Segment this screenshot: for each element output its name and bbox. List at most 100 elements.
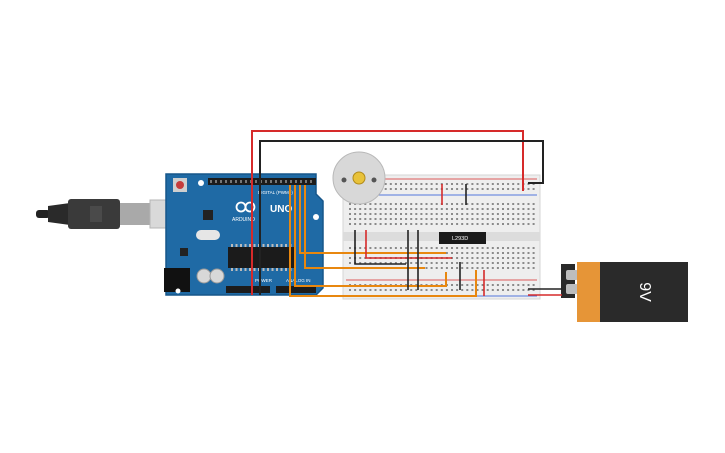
breadboard-hole: [507, 208, 510, 210]
breadboard-hole: [507, 183, 510, 185]
breadboard-hole: [486, 223, 489, 225]
wire-orange-1[interactable]: [299, 185, 446, 254]
arduino-uno-board[interactable]: ARDUINO UNO DIGITAL (PWM~) POWER ANALOG …: [164, 173, 324, 296]
breadboard-hole: [415, 218, 418, 220]
breadboard-hole: [527, 247, 530, 249]
analog-header: [276, 286, 316, 293]
breadboard-hole: [405, 213, 408, 215]
l293d-chip[interactable]: L293D: [439, 232, 486, 244]
breadboard-hole: [496, 183, 499, 185]
breadboard-hole: [507, 223, 510, 225]
battery-9v[interactable]: 9V: [561, 262, 688, 322]
breadboard-hole: [369, 262, 372, 264]
breadboard-hole: [476, 262, 479, 264]
breadboard-hole: [394, 289, 397, 291]
breadboard-hole: [374, 223, 377, 225]
chip-leg: [231, 268, 233, 271]
breadboard-hole: [502, 213, 504, 215]
breadboard-hole: [400, 223, 402, 225]
breadboard-hole: [435, 267, 438, 269]
breadboard-hole: [456, 262, 459, 264]
usb-cable[interactable]: [36, 199, 179, 229]
chip-leg: [235, 268, 238, 271]
breadboard-hole: [491, 208, 494, 210]
breadboard-hole: [517, 208, 520, 210]
breadboard-hole: [435, 289, 438, 291]
jumper-black-motor[interactable]: [354, 230, 406, 265]
chip-leg: [244, 244, 247, 247]
breadboard-hole: [405, 183, 408, 185]
breadboard-hole: [405, 247, 408, 249]
breadboard-hole: [359, 218, 362, 220]
battery-terminal-plus: [566, 284, 578, 294]
breadboard-hole: [451, 213, 453, 215]
wire-red-5v[interactable]: [251, 130, 524, 295]
breadboard-hole: [512, 203, 515, 205]
breadboard-hole: [471, 289, 474, 291]
breadboard-hole: [379, 289, 382, 291]
wire-orange-2[interactable]: [294, 185, 447, 287]
breadboard-hole: [522, 257, 525, 259]
wire-black-gnd[interactable]: [259, 140, 544, 295]
breadboard-hole: [384, 213, 387, 215]
breadboard-hole: [481, 247, 484, 249]
breadboard-hole: [481, 218, 484, 220]
breadboard-hole: [512, 183, 515, 185]
breadboard-hole: [410, 208, 413, 210]
breadboard-hole: [527, 213, 530, 215]
breadboard-hole: [379, 208, 382, 210]
digital-pin: [225, 180, 227, 183]
breadboard-hole: [491, 267, 494, 269]
breadboard-hole: [389, 183, 392, 185]
breadboard-hole: [496, 262, 499, 264]
breadboard-hole: [430, 218, 433, 220]
breadboard-hole: [435, 188, 438, 190]
breadboard-hole: [532, 188, 535, 190]
breadboard-hole: [456, 223, 459, 225]
power-jack[interactable]: [164, 268, 190, 292]
breadboard-hole: [486, 247, 489, 249]
usb-plug-metal: [120, 203, 150, 225]
breadboard-hole: [522, 223, 525, 225]
breadboard-hole: [512, 218, 515, 220]
breadboard-hole: [507, 284, 510, 286]
breadboard-hole: [471, 213, 474, 215]
breadboard-hole: [456, 213, 459, 215]
breadboard-hole: [364, 203, 367, 205]
wire-orange-4[interactable]: [289, 185, 477, 297]
breadboard-hole: [522, 208, 525, 210]
breadboard-hole: [349, 247, 351, 249]
breadboard-hole: [456, 208, 459, 210]
breadboard-hole: [400, 213, 402, 215]
digital-header-label: DIGITAL (PWM~): [258, 190, 293, 195]
breadboard-hole: [354, 223, 357, 225]
breadboard-hole: [420, 208, 423, 210]
breadboard-hole: [471, 183, 474, 185]
dc-motor[interactable]: [332, 151, 386, 205]
breadboard-hole: [430, 183, 433, 185]
breadboard-hole: [415, 203, 418, 205]
breadboard-hole: [379, 262, 382, 264]
breadboard-hole: [476, 247, 479, 249]
chip-leg: [244, 268, 247, 271]
breadboard-hole: [512, 252, 515, 254]
jumper-red-motor[interactable]: [365, 230, 452, 259]
chip-leg: [267, 268, 269, 271]
breadboard-hole: [502, 183, 504, 185]
breadboard-hole: [502, 257, 504, 259]
breadboard-hole: [466, 218, 469, 220]
breadboard-hole: [491, 223, 494, 225]
breadboard-hole: [486, 257, 489, 259]
breadboard-hole: [466, 223, 469, 225]
breadboard-hole: [384, 203, 387, 205]
breadboard-hole: [461, 267, 464, 269]
breadboard-hole: [466, 188, 469, 190]
wire-orange-3[interactable]: [304, 185, 425, 269]
breadboard-hole: [481, 213, 484, 215]
breadboard-hole: [451, 208, 453, 210]
breadboard-hole: [486, 289, 489, 291]
breadboard-hole: [532, 289, 535, 291]
breadboard-hole: [471, 252, 474, 254]
breadboard-hole: [476, 267, 479, 269]
